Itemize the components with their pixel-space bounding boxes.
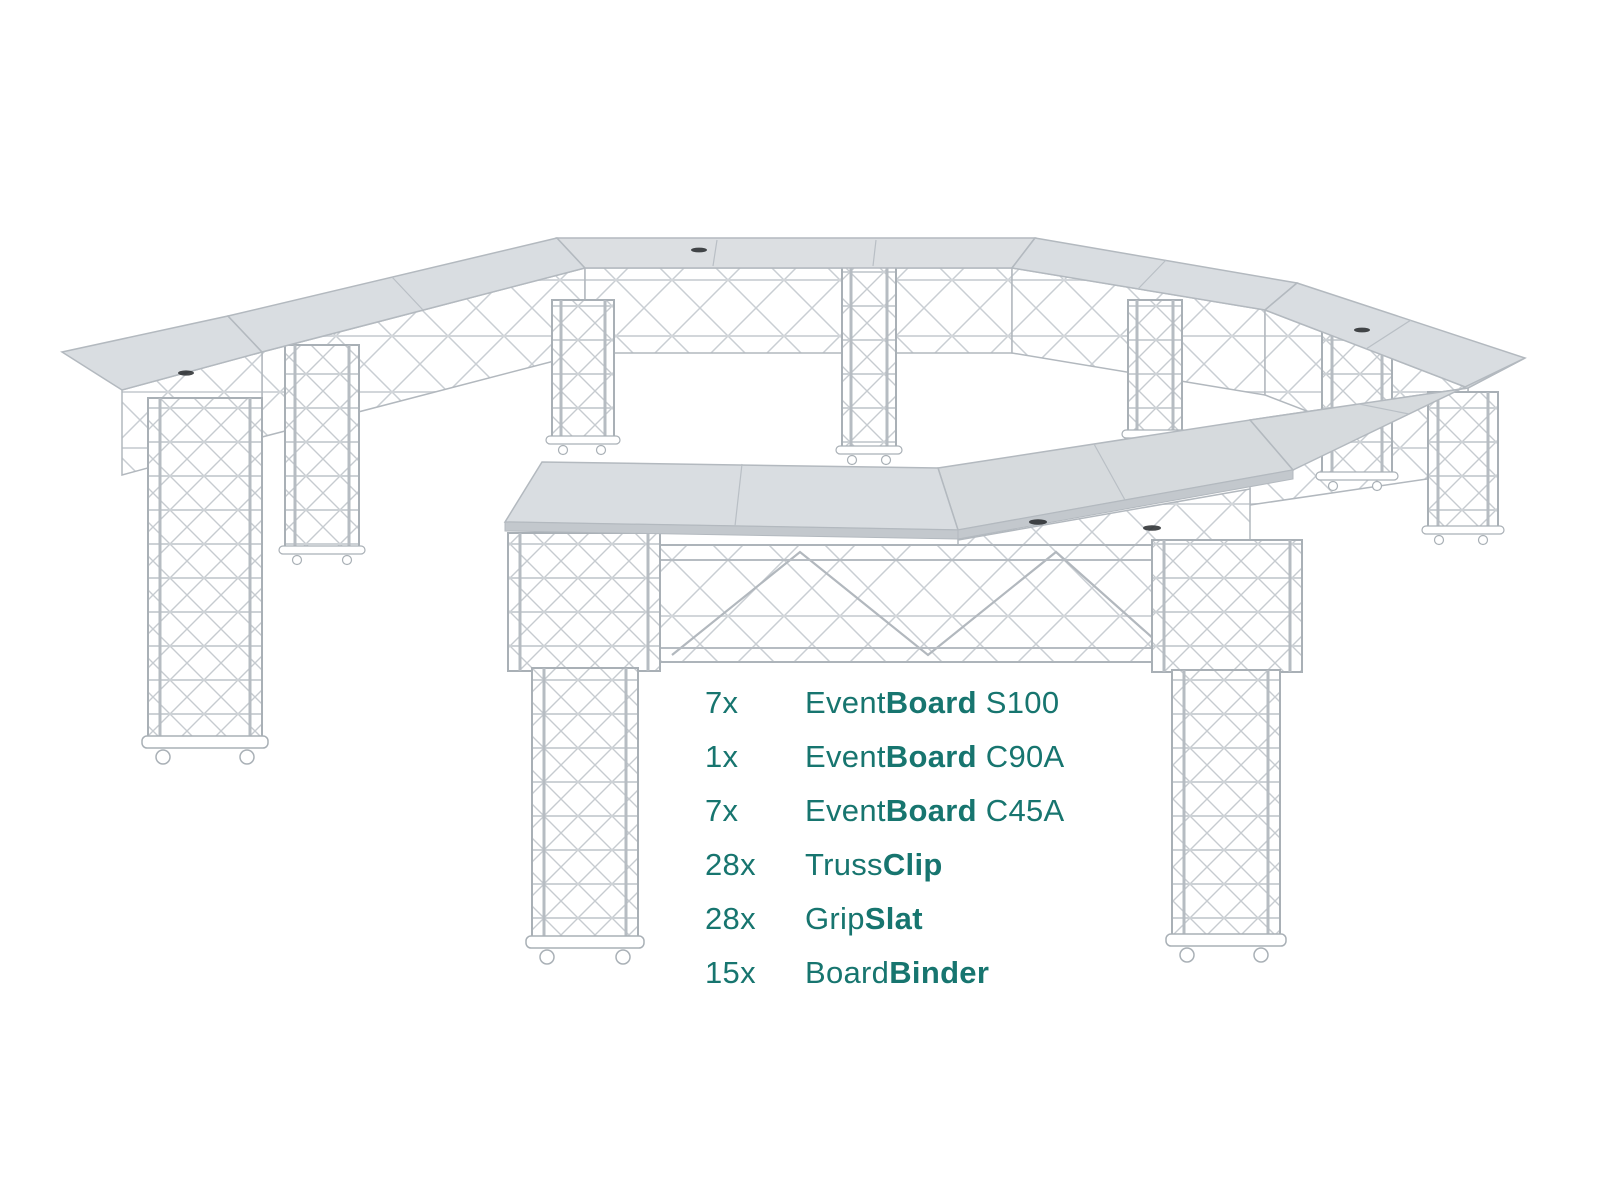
part-name: EventBoard C90A	[805, 739, 1065, 774]
truss-leg-front-left	[507, 532, 661, 965]
board-ring-rear	[60, 237, 1527, 471]
truss-beam-front	[659, 544, 1166, 663]
board-clip-marks	[178, 247, 1370, 531]
parts-list-item: 1x EventBoard C90A	[705, 730, 1065, 784]
part-name: GripSlat	[805, 901, 923, 936]
part-quantity: 15x	[705, 955, 756, 990]
truss-leg-left	[141, 397, 269, 765]
part-name: BoardBinder	[805, 955, 990, 990]
part-name: EventBoard S100	[805, 685, 1060, 720]
parts-list-item: 15x BoardBinder	[705, 946, 1065, 1000]
parts-list-item: 7x EventBoard C45A	[705, 784, 1065, 838]
parts-list-item: 28x TrussClip	[705, 838, 1065, 892]
part-quantity: 7x	[705, 685, 739, 720]
parts-list: 7x EventBoard S100 1x EventBoard C90A 7x…	[705, 676, 1065, 1000]
part-quantity: 28x	[705, 847, 756, 882]
parts-list-item: 7x EventBoard S100	[705, 676, 1065, 730]
part-name: TrussClip	[805, 847, 943, 882]
truss-leg-front-right	[1151, 539, 1303, 963]
parts-list-item: 28x GripSlat	[705, 892, 1065, 946]
part-quantity: 1x	[705, 739, 739, 774]
part-quantity: 28x	[705, 901, 756, 936]
part-quantity: 7x	[705, 793, 739, 828]
part-name: EventBoard C45A	[805, 793, 1065, 828]
